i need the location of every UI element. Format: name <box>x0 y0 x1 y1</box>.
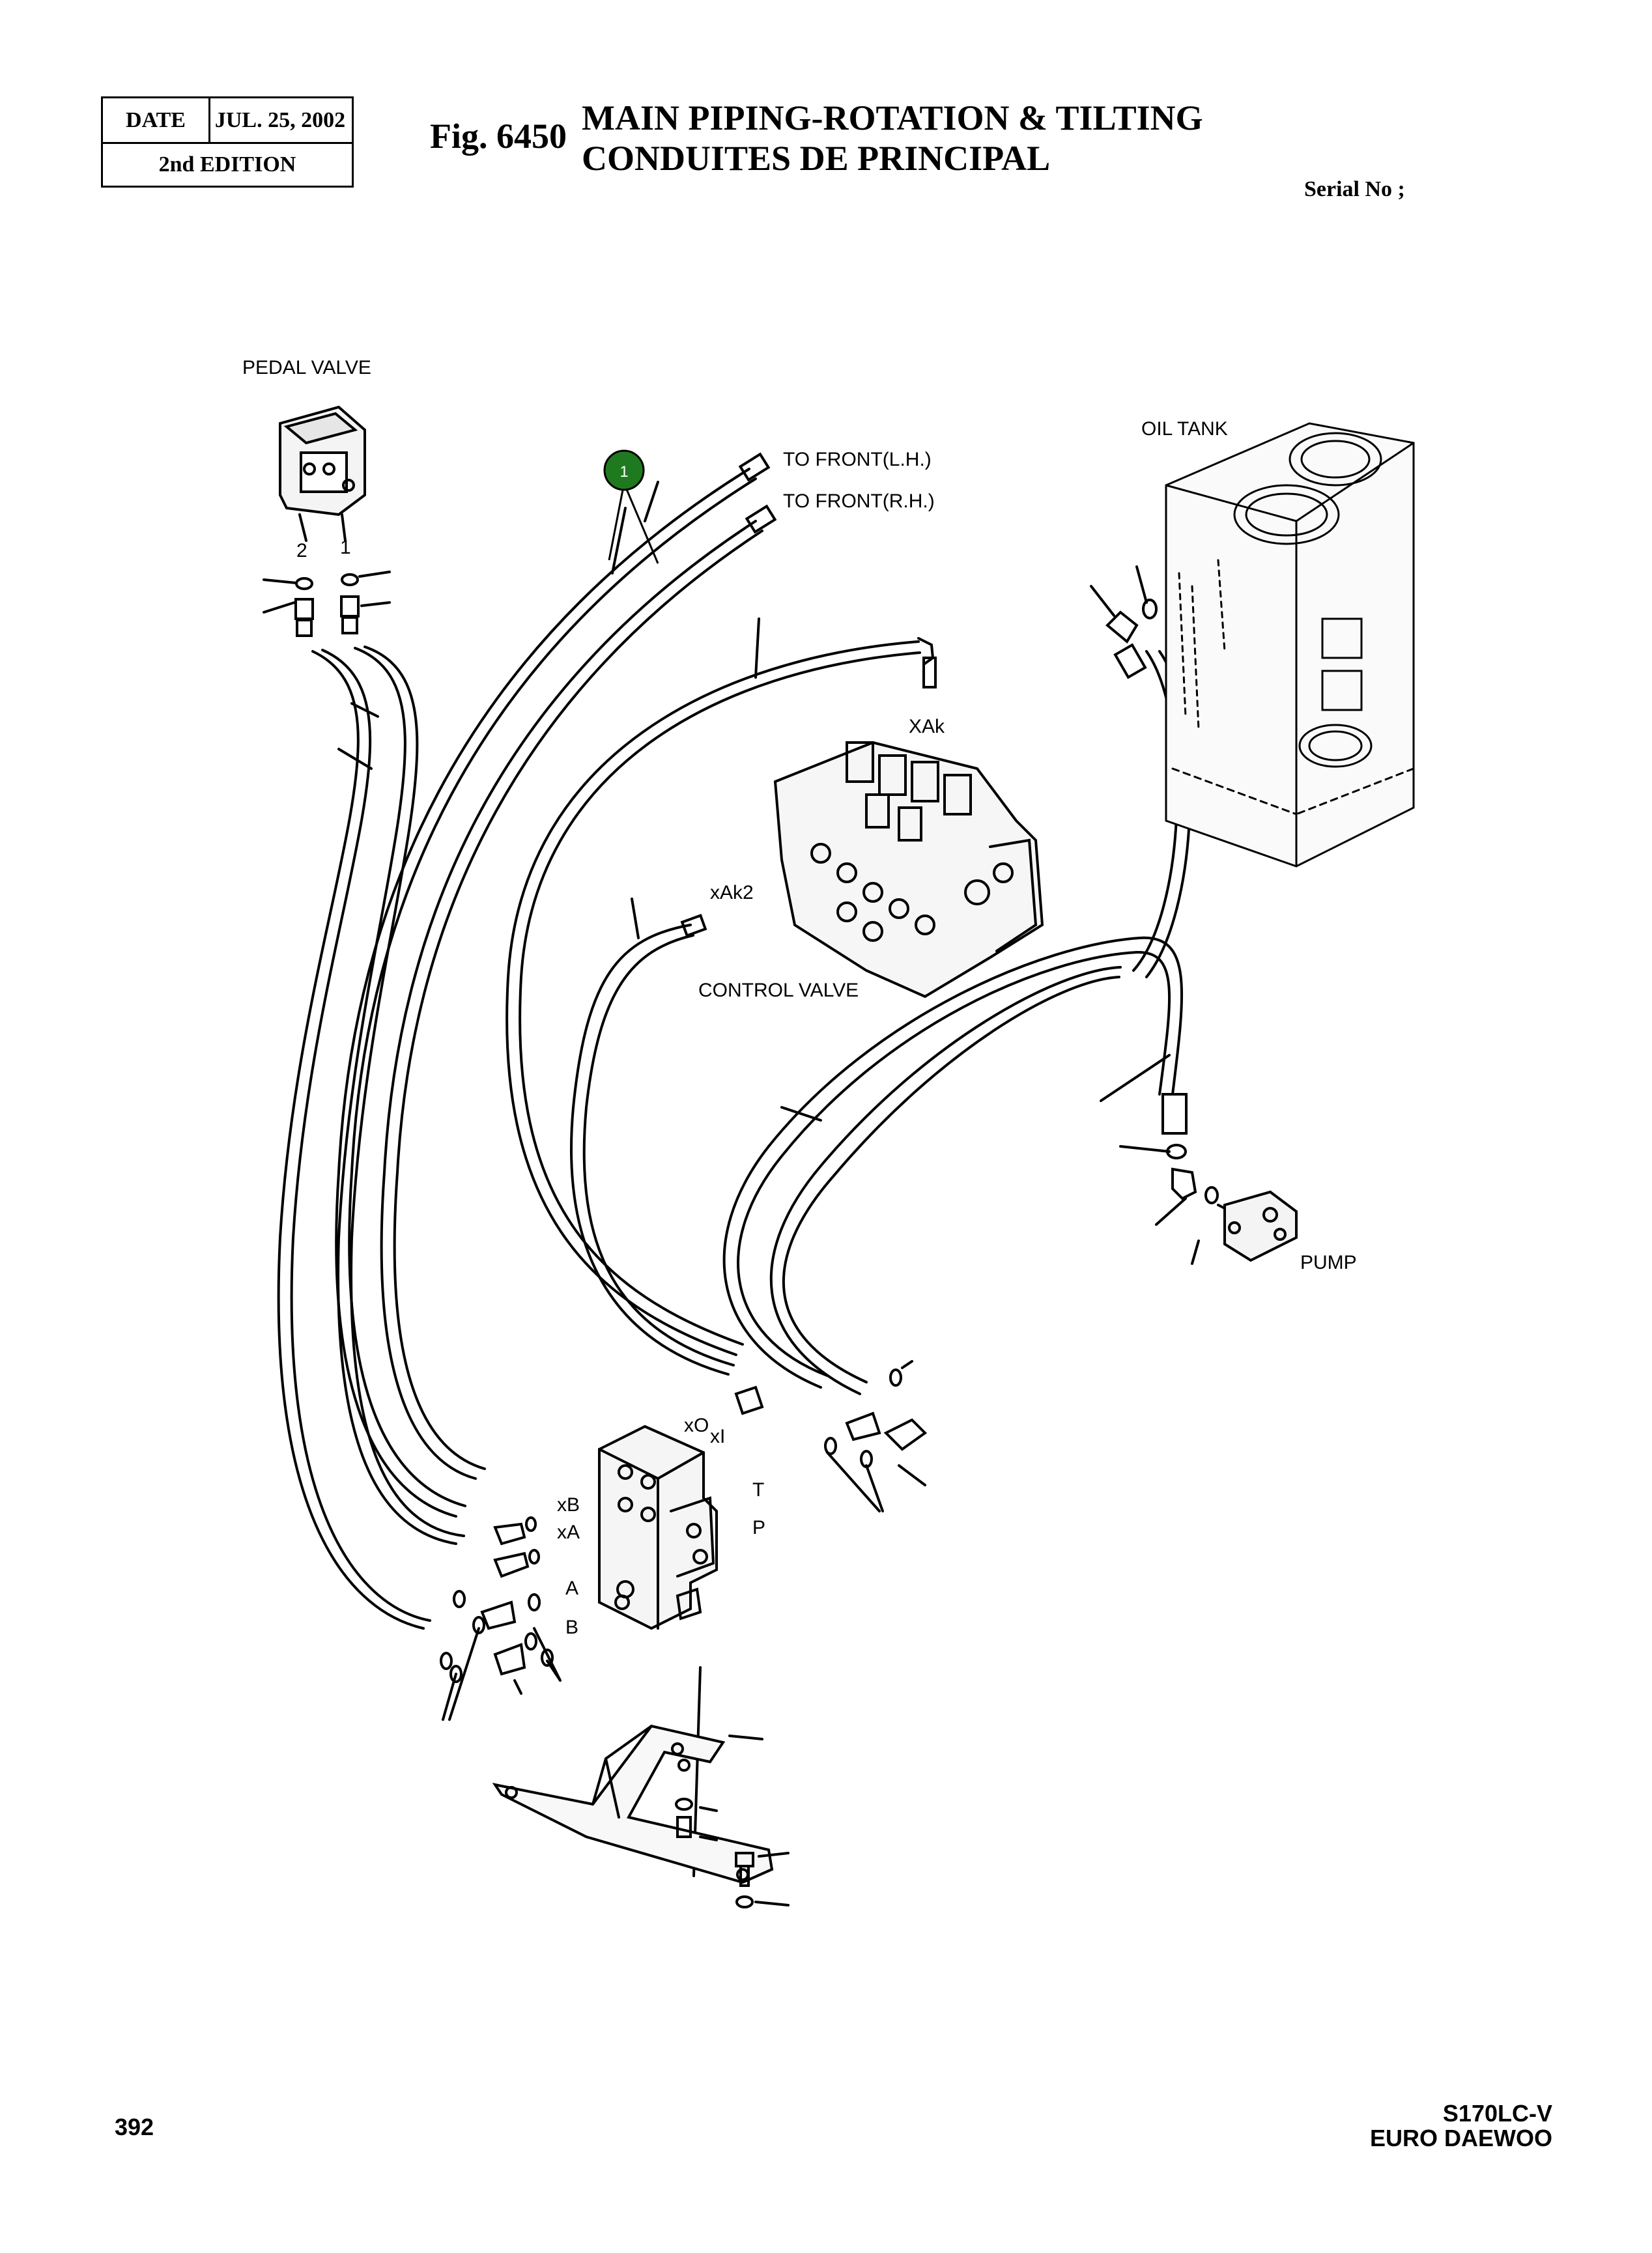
model-label: S170LC-V <box>1442 2100 1552 2127</box>
rotation-tilt-valve-part <box>598 1424 718 1630</box>
edition-label: 2nd EDITION <box>158 152 296 177</box>
date-value: JUL. 25, 2002 <box>214 108 346 132</box>
xak-hose <box>506 617 937 1356</box>
to-front-rh-label: TO FRONT(R.H.) <box>783 490 935 512</box>
pedal-valve-fittings <box>263 571 391 637</box>
port-xb-label: xB <box>557 1494 580 1516</box>
callout-badge <box>603 449 645 491</box>
xak2-label: xAk2 <box>710 882 754 903</box>
port-t-label: T <box>752 1479 764 1501</box>
port-xo-label: xO <box>684 1415 709 1436</box>
page-subtitle: CONDUITES DE PRINCIPAL <box>582 139 1051 178</box>
date-label: DATE <box>103 98 210 142</box>
xak-label: XAk <box>909 716 945 737</box>
control-valve-part <box>773 741 1044 999</box>
pump-label: PUMP <box>1300 1252 1357 1273</box>
pedal-hoses <box>277 645 465 1630</box>
mounting-bracket-part <box>492 1724 790 1908</box>
port-b-label: B <box>565 1617 578 1638</box>
port-xi-label: xI <box>710 1426 725 1447</box>
oil-tank-part <box>1165 422 1415 868</box>
port-a-label: A <box>565 1578 578 1599</box>
brand-label: EURO DAEWOO <box>1369 2125 1552 2151</box>
port-1-label: 1 <box>340 537 351 558</box>
tilt-valve-elbows <box>440 1360 928 1877</box>
page-number: 392 <box>115 2114 154 2140</box>
pedal-valve-label: PEDAL VALVE <box>242 357 371 378</box>
oil-tank-label: OIL TANK <box>1141 418 1228 440</box>
port-p-label: P <box>752 1517 765 1538</box>
date-row: DATE JUL. 25, 2002 <box>103 98 352 144</box>
tank-elbow-fitting <box>1090 565 1158 644</box>
control-valve-label: CONTROL VALVE <box>698 980 859 1001</box>
page-title: MAIN PIPING-ROTATION & TILTING <box>582 98 1203 137</box>
to-front-lh-label: TO FRONT(L.H.) <box>783 449 932 470</box>
port-xa-label: xA <box>557 1522 580 1543</box>
pedal-valve-part <box>279 405 366 542</box>
to-front-hoses <box>335 452 777 1518</box>
figure-number: Fig. 6450 <box>430 117 567 156</box>
callout-number: 1 <box>620 463 628 481</box>
pump-tank-hoses <box>722 643 1191 1395</box>
serial-label: Serial No ; <box>1304 177 1405 201</box>
date-edition-box: DATE JUL. 25, 2002 2nd EDITION <box>101 96 354 188</box>
port-2-label: 2 <box>296 540 307 561</box>
xak2-hose <box>570 898 735 1376</box>
pump-block-part <box>1119 1144 1298 1265</box>
